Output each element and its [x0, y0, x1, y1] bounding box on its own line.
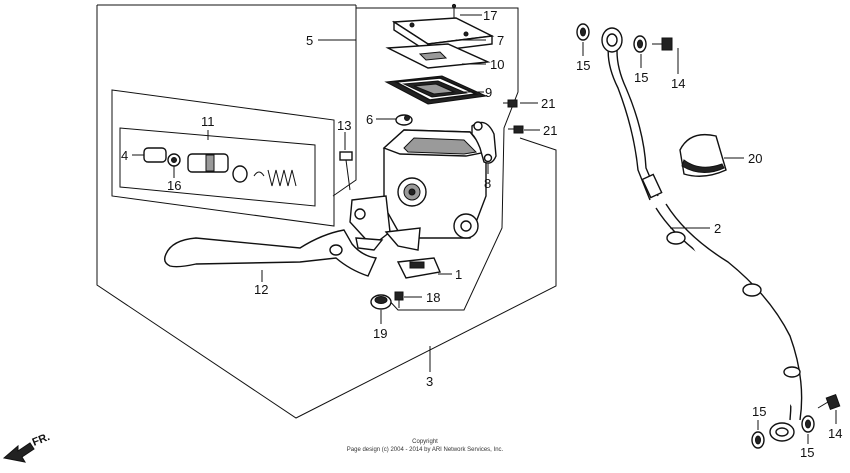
callout-18: 18: [426, 290, 440, 305]
front-label: FR.: [31, 431, 52, 449]
copyright-title: Copyright: [412, 439, 438, 445]
washers-and-bolts: [576, 23, 841, 449]
front-arrow-icon: [2, 442, 35, 463]
callout-5: 5: [306, 33, 313, 48]
callout-1: 1: [455, 267, 462, 282]
callout-21-top: 21: [541, 96, 555, 111]
clamp-holder: [471, 121, 497, 164]
callout-15-top-right: 15: [634, 70, 648, 85]
brake-switch: [396, 257, 441, 279]
callout-15-bottom-left: 15: [752, 404, 766, 419]
copyright-line: Page design (c) 2004 - 2014 by ARI Netwo…: [347, 447, 504, 453]
callout-12: 12: [254, 282, 268, 297]
reservoir-frame: [332, 7, 519, 311]
brake-lever: [163, 229, 378, 277]
callout-15-bottom-right: 15: [800, 445, 814, 460]
brake-hose: [601, 27, 803, 442]
front-direction-indicator: FR.: [2, 431, 52, 463]
leader-lines: [132, 14, 837, 444]
reservoir-plate: [385, 43, 491, 69]
master-cylinder-body: [349, 129, 488, 251]
callout-9: 9: [485, 85, 492, 100]
callout-7: 7: [497, 33, 504, 48]
callout-2: 2: [714, 221, 721, 236]
callout-17: 17: [483, 8, 497, 23]
callout-21-bottom: 21: [543, 123, 557, 138]
callout-11: 11: [201, 114, 215, 129]
callout-20: 20: [748, 151, 762, 166]
piston-kit-parts: [143, 147, 297, 187]
callout-13: 13: [337, 118, 351, 133]
callout-10: 10: [490, 57, 504, 72]
callout-8: 8: [484, 176, 491, 191]
grommet: [370, 294, 392, 310]
hose-clip: [679, 133, 727, 177]
screws: [339, 99, 524, 308]
callout-14-top: 14: [671, 76, 685, 91]
callout-19: 19: [373, 326, 387, 341]
callout-3: 3: [426, 374, 433, 389]
callout-14-bottom: 14: [828, 426, 842, 441]
callout-15-top-left: 15: [576, 58, 590, 73]
assembly-frame: [96, 4, 557, 419]
callout-16: 16: [167, 178, 181, 193]
piston-kit-frame: [111, 89, 335, 227]
callout-labels: 1 2 3 4 5 6 7 8 9 10 11 12 13 14 14 15 1…: [121, 8, 842, 460]
reservoir-diaphragm: [384, 75, 488, 105]
callout-6: 6: [366, 112, 373, 127]
callout-4: 4: [121, 148, 128, 163]
